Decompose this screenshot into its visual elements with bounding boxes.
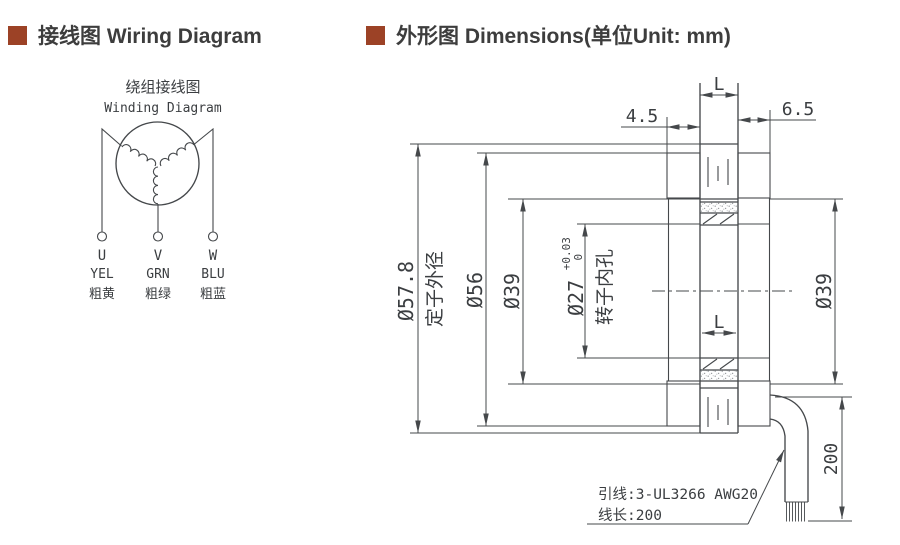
dim-rotor-bore: Ø27 +0.03 0 转子内孔 <box>555 224 616 358</box>
coil-w <box>159 142 195 167</box>
rotor-bore-value: Ø27 <box>564 280 588 316</box>
dim-rotor-length: L <box>702 312 736 336</box>
bottom-lamination-lines <box>707 397 729 427</box>
magnet-band-top <box>700 202 738 213</box>
extension-lines <box>410 110 852 522</box>
dim-label-stator-od-cn: 定子外径 <box>424 251 446 327</box>
dim-right-offset: 6.5 <box>738 99 816 123</box>
rotor-boundary-segments <box>738 223 770 359</box>
wiring-section-header: 接线图 Wiring Diagram <box>8 20 262 50</box>
dim-lead-length: 200 <box>821 397 845 519</box>
lead-wire <box>769 394 809 522</box>
dim-label-45: 4.5 <box>626 106 659 127</box>
dim-left-offset: 4.5 <box>621 106 700 130</box>
terminal-v <box>152 231 164 242</box>
terminal-u <box>96 231 108 242</box>
core-column-separators <box>700 143 738 434</box>
winding-block-top-left <box>666 152 701 199</box>
core-column-edges <box>699 83 739 433</box>
winding-coils <box>121 142 195 205</box>
terminal-labels: U V W YEL GRN BLU 粗黄 粗绿 粗蓝 <box>89 248 226 302</box>
magnet-band-bottom <box>700 370 738 381</box>
wire-color-w: BLU <box>201 267 224 282</box>
rotor-bore-tol-upper: +0.03 <box>560 237 573 270</box>
dim-label-200: 200 <box>821 443 842 476</box>
winding-diagram: 绕组接线图 Winding Diagram U V W <box>89 78 226 302</box>
motor-cross-section <box>652 83 792 434</box>
lead-wire-inner-edge <box>769 418 786 502</box>
dim-label-L-mid: L <box>714 312 725 333</box>
section-bullet-icon <box>8 25 27 45</box>
wire-color-v: GRN <box>146 267 169 282</box>
wire-color-cn-u: 粗黄 <box>89 287 115 302</box>
dimensions-section-title: 外形图 Dimensions(单位Unit: mm) <box>396 25 731 48</box>
hatch-band-top <box>702 213 735 225</box>
phase-w-label: W <box>209 248 218 264</box>
lead-w <box>194 127 214 232</box>
dim-stack-length-top: L <box>700 74 738 98</box>
section-bullet-icon <box>366 25 385 45</box>
dim-label-L-top: L <box>714 74 725 95</box>
dim-label-56: Ø56 <box>463 272 487 308</box>
wire-color-u: YEL <box>90 267 114 282</box>
phase-u-label: U <box>98 248 106 264</box>
lead-wire-strands <box>786 502 805 522</box>
dim-label-rotor-bore-cn: 转子内孔 <box>594 249 616 325</box>
winding-terminals <box>96 231 219 242</box>
lead-note-line1: 引线:3-UL3266 AWG20 <box>598 486 758 503</box>
lead-wire-outer-edge <box>769 394 809 502</box>
top-lamination-lines <box>707 157 729 187</box>
wire-color-cn-w: 粗蓝 <box>200 287 226 302</box>
wire-color-cn-v: 粗绿 <box>145 287 171 302</box>
phase-v-label: V <box>154 248 163 264</box>
dim-label-stator-od: Ø57.8 <box>394 261 418 321</box>
dimensions-section-header: 外形图 Dimensions(单位Unit: mm) <box>366 20 731 50</box>
wiring-section-title: 接线图 Wiring Diagram <box>38 25 262 48</box>
coil-v <box>152 166 159 205</box>
dim-label-39-left: Ø39 <box>500 273 524 309</box>
dim-label-rotor-bore: Ø27 +0.03 0 <box>555 227 588 316</box>
rotor-bore-tol-lower: 0 <box>572 254 585 261</box>
dimension-drawing: L 4.5 6.5 Ø57.8 定子外径 <box>394 74 852 525</box>
lead-note: 引线:3-UL3266 AWG20 线长:200 <box>587 449 785 525</box>
winding-block-bottom-left <box>666 380 701 427</box>
winding-circle <box>115 121 200 206</box>
winding-leads <box>101 127 214 232</box>
dim-label-65: 6.5 <box>782 99 815 120</box>
coil-u <box>121 144 157 167</box>
lead-note-line2: 线长:200 <box>598 507 662 524</box>
dim-stator-od: Ø57.8 定子外径 <box>394 144 446 433</box>
winding-title-cn: 绕组接线图 <box>125 78 200 96</box>
hatch-band-bottom <box>702 358 735 370</box>
dim-magnet-od-left: Ø39 <box>500 199 526 384</box>
leader-line <box>747 449 785 525</box>
terminal-w <box>207 231 219 242</box>
dim-label-39-right: Ø39 <box>812 273 836 309</box>
winding-block-bottom-right <box>737 380 771 427</box>
winding-block-top-right <box>737 152 771 199</box>
dim-magnet-od-right: Ø39 <box>812 199 838 384</box>
winding-title-en: Winding Diagram <box>104 101 222 116</box>
stator-bore-walls <box>667 198 771 381</box>
dim-od-56: Ø56 <box>463 153 489 426</box>
lead-u <box>101 127 122 232</box>
